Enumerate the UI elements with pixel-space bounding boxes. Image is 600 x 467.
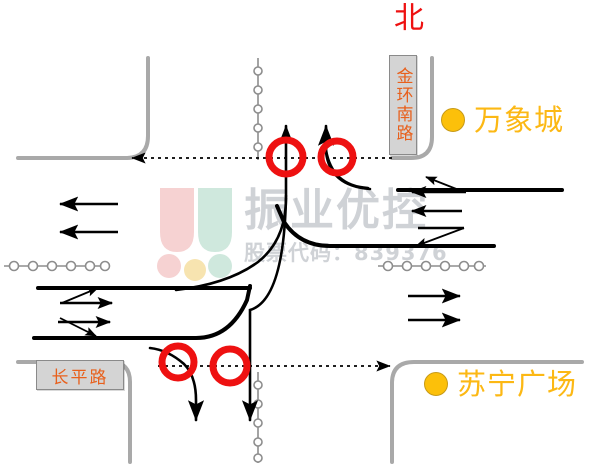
conflict-north-right: [317, 137, 357, 177]
compass-north-label: 北: [394, 1, 424, 36]
conflict-south-left: [158, 342, 198, 382]
conflict-north-left: [265, 136, 307, 178]
conflict-south-right: [209, 345, 251, 387]
arrow-west-through-and-left: [60, 287, 114, 309]
ribbon-north-to-south: [241, 194, 288, 422]
arrow-east-through-and-left: [410, 176, 466, 198]
poi-marker-icon: [441, 108, 465, 132]
arrow-east-through-and-right: [415, 226, 465, 247]
road-label-changping: 长平路: [36, 360, 124, 390]
median-west: [4, 260, 111, 272]
poi-suning-plaza-label: 苏宁广场: [457, 367, 578, 401]
median-east: [378, 260, 486, 272]
ribbon-west-to-south: [148, 346, 205, 422]
kerb-northeast: [390, 56, 434, 160]
arrow-west-through-and-right: [58, 316, 112, 337]
island-west-lower: [32, 284, 252, 340]
road-label-jinhuan-south: 金环南路: [389, 55, 417, 155]
ribbon-centre-sweep-nw: [174, 196, 288, 292]
poi-wanxiangcheng-label: 万象城: [474, 103, 565, 137]
kerb-southeast: [390, 360, 584, 464]
median-north: [253, 58, 263, 160]
poi-suning-plaza: 苏宁广场: [424, 369, 577, 399]
poi-marker-icon: [424, 372, 448, 396]
poi-wanxiangcheng: 万象城: [441, 105, 564, 135]
